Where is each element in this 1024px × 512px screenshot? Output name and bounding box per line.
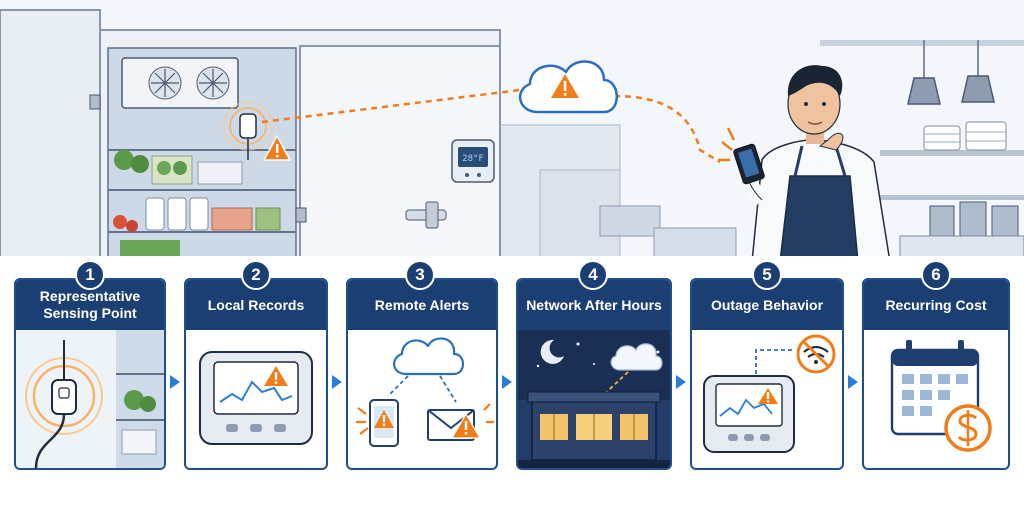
smartphone-alert-icon: [369, 399, 399, 447]
step-1-card: Representative Sensing Point: [14, 278, 166, 470]
kitchen-counter: [499, 124, 737, 262]
step-2-number: 2: [251, 265, 261, 284]
dollar-coin-icon: [944, 404, 992, 452]
step-3-number-badge: 3: [405, 260, 435, 290]
step-4-card: Network After Hours: [516, 278, 672, 470]
email-alert-icon: [427, 409, 481, 441]
step-1-number: 1: [85, 265, 95, 284]
step-6-illustration: [864, 330, 1008, 468]
chef-with-phone: [718, 65, 891, 262]
step-6-number-badge: 6: [921, 260, 951, 290]
step-3-number: 3: [415, 265, 425, 284]
walk-in-cooler-scene: 28°F: [0, 0, 1024, 262]
thermostat-display: 28°F: [451, 139, 495, 183]
data-logger-icon: [703, 375, 795, 453]
pendant-lamps: [907, 40, 995, 105]
warning-icon: [263, 135, 291, 161]
thermostat-reading: 28°F: [462, 154, 484, 164]
smartphone-icon: [733, 143, 765, 185]
sensor-icon: [25, 340, 103, 468]
wifi-off-icon: [796, 334, 836, 374]
plate-stacks: [923, 121, 1007, 151]
step-5-title: Outage Behavior: [710, 296, 824, 313]
step-4-illustration: [518, 330, 670, 468]
arrow-right-icon: [676, 375, 686, 389]
step-6-title: Recurring Cost: [885, 296, 987, 313]
arrow-right-icon: [332, 375, 342, 389]
step-3-card: Remote Alerts: [346, 278, 498, 470]
data-logger-icon: [199, 351, 313, 445]
step-3-illustration: [348, 330, 496, 468]
cloud-icon: [610, 343, 663, 371]
moon-icon: [540, 339, 564, 364]
step-2-card: Local Records: [184, 278, 328, 470]
cloud-alert-icon: [518, 60, 618, 114]
step-4-number-badge: 4: [578, 260, 608, 290]
step-4-title: Network After Hours: [526, 296, 662, 313]
step-3-title: Remote Alerts: [374, 296, 470, 313]
step-5-number: 5: [762, 265, 772, 284]
step-5-illustration: [692, 330, 842, 468]
step-1-illustration: [16, 330, 164, 468]
step-1-title: Representative Sensing Point: [39, 288, 141, 321]
arrow-right-icon: [502, 375, 512, 389]
cloud-icon: [393, 337, 465, 376]
step-2-number-badge: 2: [241, 260, 271, 290]
step-2-title: Local Records: [207, 296, 305, 313]
step-1-header: Representative Sensing Point: [16, 280, 164, 330]
arrow-right-icon: [170, 375, 180, 389]
step-6-number: 6: [931, 265, 941, 284]
walk-in-cooler: [0, 9, 501, 262]
step-4-number: 4: [588, 265, 598, 284]
arrow-right-icon: [848, 375, 858, 389]
kitchen-pots: [899, 201, 1024, 262]
step-2-illustration: [186, 330, 326, 468]
restaurant-building: [518, 391, 670, 468]
step-5-number-badge: 5: [752, 260, 782, 290]
wall-sensor: [223, 101, 273, 160]
step-1-number-badge: 1: [75, 260, 105, 290]
step-5-card: Outage Behavior: [690, 278, 844, 470]
step-6-card: Recurring Cost: [862, 278, 1010, 470]
